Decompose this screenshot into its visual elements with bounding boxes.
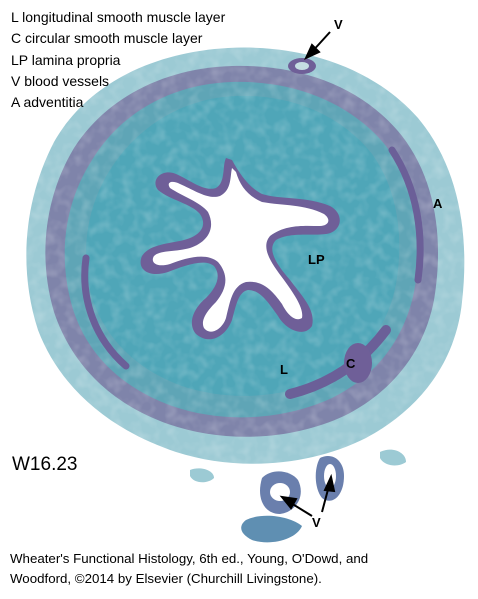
legend-item: C circular smooth muscle layer: [11, 30, 203, 47]
legend-item: A adventitia: [11, 94, 84, 111]
legend: L longitudinal smooth muscle layer C cir…: [11, 7, 225, 113]
lumen: [152, 168, 329, 332]
marker-lp: LP: [308, 252, 325, 267]
longitudinal-band: [388, 146, 424, 284]
blood-vessel: [344, 343, 372, 383]
marker-v-top: V: [334, 17, 343, 32]
marker-a: A: [433, 196, 443, 211]
figure-label: W16.23: [12, 454, 78, 475]
marker-v-bottom: V: [312, 515, 321, 530]
legend-item: L longitudinal smooth muscle layer: [11, 9, 226, 25]
caption-line: Wheater's Functional Histology, 6th ed.,…: [10, 551, 369, 566]
arrow: [303, 31, 331, 61]
tissue-fragment: [190, 468, 214, 483]
legend-item: V blood vessels: [11, 72, 110, 89]
arrow: [279, 495, 313, 517]
caption: Wheater's Functional Histology, 6th ed.,…: [10, 549, 368, 589]
caption-line: Woodford, ©2014 by Elsevier (Churchill L…: [10, 571, 322, 586]
longitudinal-band: [285, 325, 391, 399]
longitudinal-band: [81, 254, 130, 370]
legend-item: LP lamina propria: [11, 51, 121, 68]
tissue-fragment: [380, 449, 406, 466]
blood-vessel: [295, 62, 309, 70]
arrow: [321, 473, 336, 513]
marker-l: L: [280, 362, 288, 377]
marker-c: C: [346, 356, 356, 371]
tissue-fragment: [241, 515, 302, 543]
